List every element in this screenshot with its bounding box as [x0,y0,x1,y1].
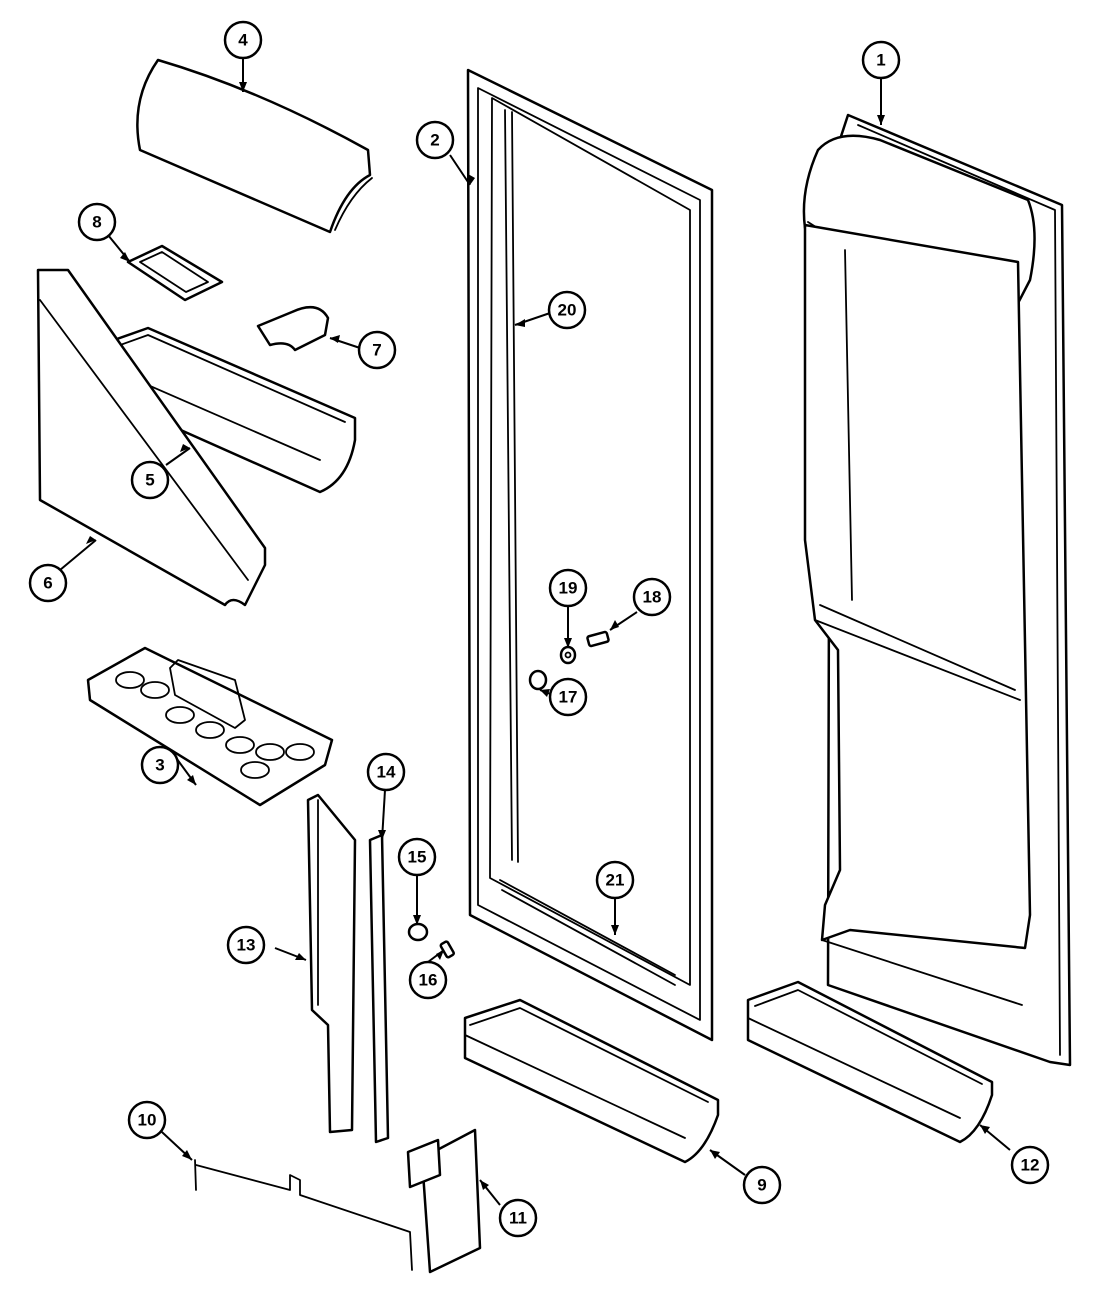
callout-8-label: 8 [92,213,101,232]
callout-15: 15 [397,837,437,877]
bracket-plate [406,1128,482,1274]
callout-16-label: 16 [419,971,438,990]
callout-3-label: 3 [155,756,164,775]
door-bin-right [746,980,994,1144]
callout-19: 19 [548,568,588,608]
door-bin-middle [463,998,720,1164]
washer [559,645,577,665]
door-shelf [36,268,267,607]
callout-21: 21 [595,860,635,900]
arrowheads [86,82,990,1190]
clip [256,305,330,352]
bottom-trim [499,879,676,986]
door-panel [466,68,714,1042]
callout-9: 9 [742,1165,782,1205]
callout-5: 5 [130,460,170,500]
narrow-strip [368,833,390,1144]
callout-16: 16 [408,960,448,1000]
callout-10: 10 [127,1100,167,1140]
callout-6-label: 6 [43,574,52,593]
callout-4-label: 4 [238,31,248,50]
callout-15-label: 15 [408,848,427,867]
gasket [504,109,519,863]
door-liner [802,113,1072,1067]
button-plug [528,669,548,691]
callout-12: 12 [1010,1145,1050,1185]
callout-2-label: 2 [430,131,439,150]
callout-20-label: 20 [558,301,577,320]
callout-20: 20 [547,290,587,330]
callout-5-label: 5 [145,471,154,490]
screw-right [586,630,610,648]
nut [407,922,429,942]
small-tray [126,244,224,302]
callout-12-label: 12 [1021,1156,1040,1175]
callout-14-label: 14 [377,763,396,782]
door-bin-upper [98,326,357,494]
callout-14: 14 [366,752,406,792]
wire-rod [194,1159,413,1271]
screw-left [439,940,455,959]
callout-8: 8 [77,202,117,242]
callout-1: 1 [861,40,901,80]
callout-2: 2 [415,120,455,160]
egg-tray [86,646,334,807]
callout-7: 7 [357,330,397,370]
callout-11-label: 11 [509,1209,527,1228]
callout-10-label: 10 [138,1111,157,1130]
callout-6: 6 [28,563,68,603]
callout-17: 17 [548,677,588,717]
callout-17-label: 17 [559,688,578,707]
callout-21-label: 21 [606,871,625,890]
dairy-door [136,58,373,234]
callout-1-label: 1 [876,51,885,70]
callout-13-label: 13 [237,936,256,955]
egg-cups [115,671,315,779]
callout-7-label: 7 [372,341,381,360]
callout-18-label: 18 [643,588,662,607]
callout-19-label: 19 [559,579,578,598]
callout-18: 18 [632,577,672,617]
divider-panel [306,793,357,1134]
callout-11: 11 [498,1198,538,1238]
callout-4: 4 [223,20,263,60]
callout-9-label: 9 [757,1176,766,1195]
callout-13: 13 [226,925,266,965]
callout-3: 3 [140,745,180,785]
